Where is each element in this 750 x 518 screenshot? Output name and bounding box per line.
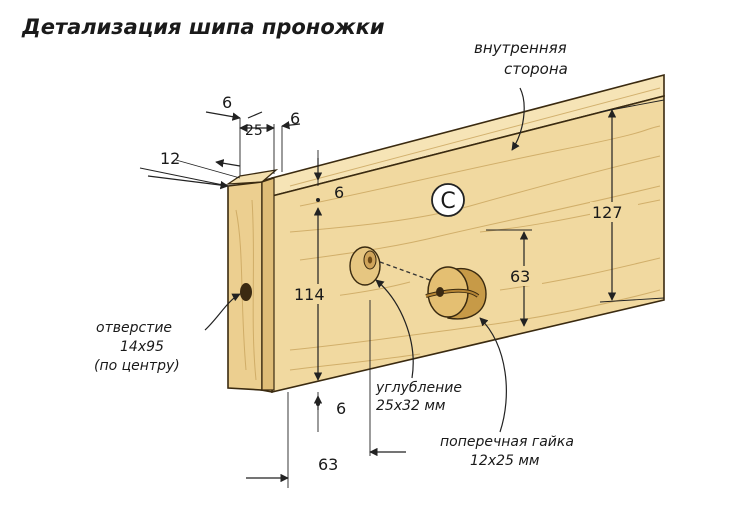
marker-c-label: C <box>440 189 455 214</box>
dim-6-right: 6 <box>290 109 300 128</box>
cross-nut <box>425 266 487 320</box>
tenon-side-face <box>261 177 275 391</box>
label-hole-2: 14х95 <box>120 339 164 355</box>
dim-25: 25 <box>245 123 263 139</box>
recess <box>349 246 381 286</box>
label-recess-2: 25х32 мм <box>376 398 446 414</box>
tenon-hole <box>240 283 252 301</box>
label-recess-1: углубление <box>375 380 462 396</box>
dim-63-bottom: 63 <box>318 455 338 474</box>
dim-127: 127 <box>592 203 623 222</box>
dim-12: 12 <box>160 149 180 168</box>
dim-6-shoulder-top: 6 <box>334 183 344 202</box>
label-inner-side-1: внутренняя <box>474 39 567 57</box>
label-hole-1: отверстие <box>96 320 172 336</box>
label-nut-1: поперечная гайка <box>440 434 574 450</box>
dim-63-vertical: 63 <box>510 267 530 286</box>
marker-c-circle <box>431 183 465 217</box>
bolt-axis-line <box>379 261 439 284</box>
dim-6-bottom: 6 <box>336 399 346 418</box>
label-nut-2: 12х25 мм <box>470 453 540 469</box>
stretcher-board <box>225 73 665 394</box>
dim-114: 114 <box>294 285 325 304</box>
diagram-title: Детализация шипа проножки <box>21 15 385 39</box>
label-hole-3: (по центру) <box>94 358 180 374</box>
dim-6-top: 6 <box>222 93 232 112</box>
label-inner-side-2: сторона <box>504 60 568 78</box>
